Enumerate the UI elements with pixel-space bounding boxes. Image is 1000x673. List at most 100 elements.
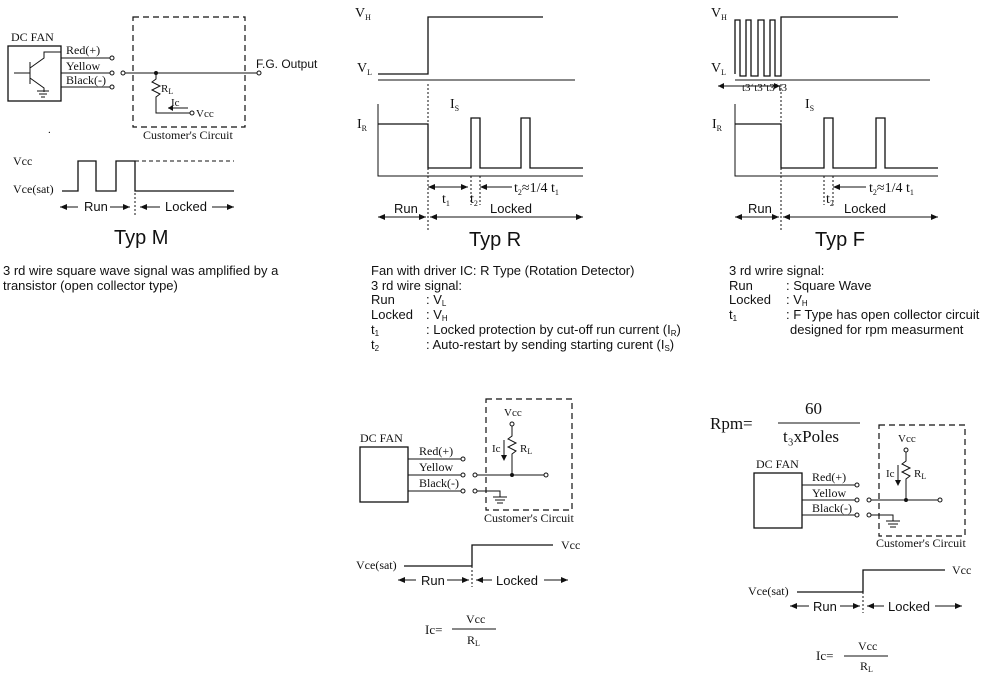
fg-output-label: F.G. Output <box>256 57 318 71</box>
typ-m-desc-line2: transistor (open collector type) <box>3 278 178 293</box>
f-wire-red-label: Red(+) <box>812 470 846 484</box>
typ-r-description: Fan with driver IC: R Type (Rotation Det… <box>371 263 681 353</box>
f-t2-ratio-label: t2≈1/4 t1 <box>869 181 914 197</box>
typ-f-waveform: VH VL t3‘t3’t3‘t3 IR IS t2 t2≈1/4 t1 Run… <box>711 6 938 251</box>
f-dc-fan-box <box>753 472 803 529</box>
customers-circuit-label: Customer's Circuit <box>143 128 233 142</box>
f-t2-label: t2 <box>826 192 834 208</box>
f-vl-label: VL <box>711 61 726 77</box>
typ-f-row-run-key: Run <box>729 278 753 293</box>
vh-label: VH <box>355 6 371 22</box>
rpm-denominator: t₃xPoles <box>783 427 839 446</box>
typ-r-circuit: DC FAN Red(+) Yellow Black(-) Vcc RL Ic … <box>359 398 574 525</box>
typ-r-desc-line1: Fan with driver IC: R Type (Rotation Det… <box>371 263 634 278</box>
wire-red-label: Red(+) <box>66 43 100 57</box>
f-dc-fan-label: DC FAN <box>756 457 799 471</box>
ic-label: Ic <box>171 97 180 109</box>
vl-label: VL <box>357 61 372 77</box>
f-resistor-icon <box>900 452 912 500</box>
r-dc-fan-label: DC FAN <box>360 431 403 445</box>
typ-m-circuit: DC FAN Red(+) Yellow Black(-) F.G. Outpu… <box>7 16 318 142</box>
typ-f-row-locked-key: Locked <box>729 292 771 307</box>
dc-fan-label: DC FAN <box>11 30 54 44</box>
f-customers-circuit-box <box>878 424 966 537</box>
typ-r-row-t2-val: : Auto-restart by sending starting curen… <box>426 337 674 353</box>
typ-r-row-t2-key: t2 <box>371 337 380 353</box>
f-rl-label: RL <box>914 468 926 481</box>
typ-f-output-waveform: Vce(sat) Vcc Run Locked <box>748 563 971 614</box>
f-out-run-label: Run <box>813 599 837 614</box>
typ-r-voltage-signal <box>378 16 543 75</box>
typ-f-locked-label: Locked <box>844 201 886 216</box>
typ-r-row-locked-val: : VH <box>426 307 448 323</box>
f-wire-black-label: Black(-) <box>812 501 852 515</box>
r-vce-sat-label: Vce(sat) <box>356 558 397 572</box>
is-label: IS <box>450 97 459 113</box>
f-is-label: IS <box>805 97 814 113</box>
f-ground-icon <box>886 520 900 528</box>
f-ic-formula-prefix: Ic= <box>816 648 833 663</box>
typ-m-locked-label: Locked <box>165 199 207 214</box>
r-ic-formula: Ic= Vcc RL <box>425 612 496 648</box>
typ-r-waveform: VH VL IR IS t1 t2 t2≈1/4 t1 Run Locked T… <box>355 6 583 251</box>
typ-r-row-locked-key: Locked <box>371 307 413 322</box>
typ-f-voltage-signal <box>734 16 898 77</box>
typ-f-row-t1-key: t1 <box>729 307 738 323</box>
f-customers-circuit-label: Customer's Circuit <box>876 536 966 550</box>
f-ir-label: IR <box>712 117 723 133</box>
typ-m-title: Typ M <box>114 227 168 249</box>
rl-label: RL <box>161 83 173 96</box>
f-vcc-label: Vcc <box>898 433 916 445</box>
typ-r-row-t1-key: t1 <box>371 322 380 338</box>
typ-r-output-waveform: Vce(sat) Vcc Run Locked <box>356 538 580 588</box>
typ-f-description: 3 rd wrire signal: Run : Square Wave Loc… <box>729 263 980 337</box>
f-wire-yellow-label: Yellow <box>812 486 846 500</box>
typ-f-circuit: DC FAN Red(+) Yellow Black(-) Vcc RL Ic … <box>753 424 966 550</box>
f-ic-formula-denominator: RL <box>860 659 873 673</box>
r-wire-black-label: Black(-) <box>419 476 459 490</box>
typ-f-desc-last: designed for rpm measurment <box>790 322 964 337</box>
typ-f-row-run-val: : Square Wave <box>786 278 872 293</box>
rpm-formula: Rpm= 60 t₃xPoles <box>710 399 860 446</box>
rpm-prefix: Rpm= <box>710 414 753 433</box>
f-ic-label: Ic <box>886 468 895 480</box>
wire-black-label: Black(-) <box>66 73 106 87</box>
typ-f-run-label: Run <box>748 201 772 216</box>
r-output-signal-line <box>404 544 553 567</box>
resistor-rl-icon <box>150 73 190 114</box>
typ-r-current-signal <box>378 117 583 169</box>
r-ic-label: Ic <box>492 443 501 455</box>
fan-wires <box>61 57 110 88</box>
r-rl-label: RL <box>520 443 532 456</box>
r-customers-circuit-box <box>485 398 573 511</box>
typ-r-run-label: Run <box>394 201 418 216</box>
f-vce-sat-label: Vce(sat) <box>748 584 789 598</box>
t1-label: t1 <box>442 192 450 208</box>
typ-m-waveform: Vcc Vce(sat) Run Locked Typ M <box>13 154 234 249</box>
typ-m-description: 3 rd wire square wave signal was amplifi… <box>3 263 279 293</box>
ground-icon <box>37 90 49 98</box>
r-customers-circuit-label: Customer's Circuit <box>484 511 574 525</box>
typ-m-desc-line1: 3 rd wire square wave signal was amplifi… <box>3 263 279 278</box>
typ-f-current-signal <box>735 117 938 169</box>
ir-label: IR <box>357 117 368 133</box>
r-ic-formula-prefix: Ic= <box>425 622 442 637</box>
t3-labels: t3‘t3’t3‘t3 <box>742 82 788 94</box>
transistor-symbol-icon <box>14 51 61 92</box>
t2-label: t2 <box>470 192 478 208</box>
f-vh-label: VH <box>711 6 727 22</box>
vce-sat-label: Vce(sat) <box>13 182 54 196</box>
r-ic-formula-numerator: Vcc <box>466 612 485 626</box>
customers-circuit-box <box>132 16 246 128</box>
vcc-label: Vcc <box>196 108 214 120</box>
r-resistor-icon <box>506 426 518 475</box>
t2-ratio-label: t2≈1/4 t1 <box>514 181 559 197</box>
svg-text:.: . <box>48 124 51 136</box>
r-wire-red-label: Red(+) <box>419 444 453 458</box>
typ-f-row-locked-val: : VH <box>786 292 808 308</box>
typ-f-title: Typ F <box>815 229 865 251</box>
typ-r-desc-line2: 3 rd wire signal: <box>371 278 462 293</box>
r-out-locked-label: Locked <box>496 573 538 588</box>
typ-r-row-run-val: : VL <box>426 292 447 308</box>
